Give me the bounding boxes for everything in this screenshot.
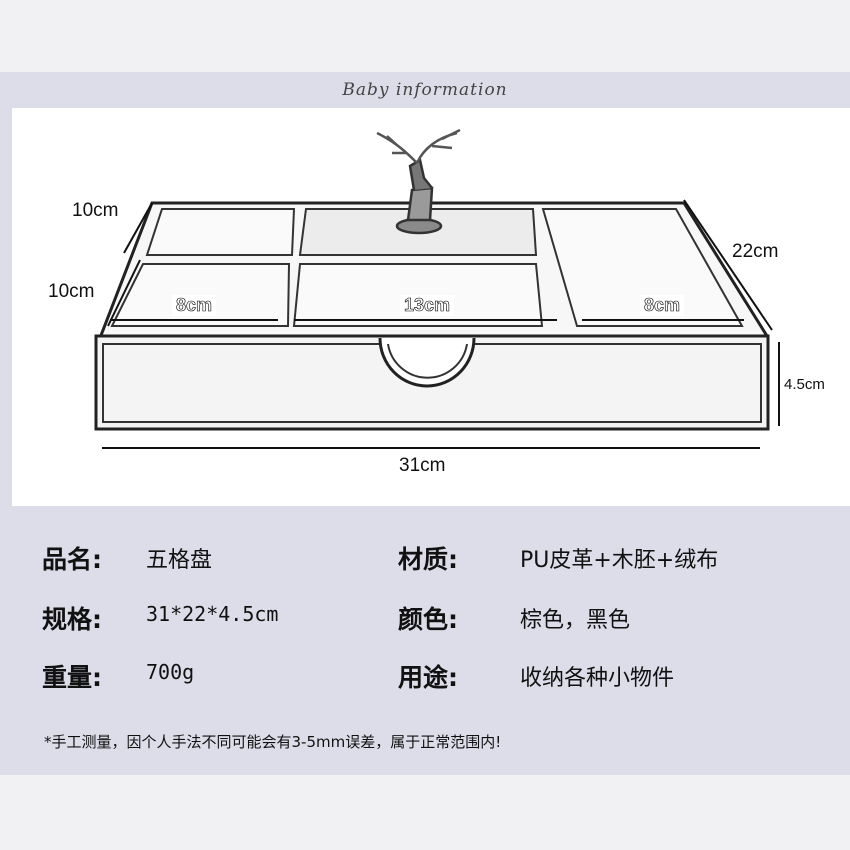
disclaimer-note: *手工测量，因个人手法不同可能会有3-5mm误差，属于正常范围内! bbox=[44, 733, 502, 751]
compartment-top-left bbox=[145, 208, 296, 256]
spec-label: 颜色: bbox=[398, 605, 458, 634]
dim-cell-right: 8cm bbox=[640, 295, 685, 316]
spec-value: 棕色，黑色 bbox=[520, 608, 631, 633]
front-notch bbox=[378, 337, 476, 388]
caption: Baby information bbox=[342, 80, 508, 100]
dim-depth-bottom: 10cm bbox=[48, 281, 95, 302]
spec-label: 规格: bbox=[42, 605, 102, 634]
spec-value: 五格盘 bbox=[146, 548, 213, 573]
dim-depth-right: 22cm bbox=[732, 241, 779, 262]
spec-value: PU皮革+木胚+绒布 bbox=[520, 548, 719, 573]
spec-value: 31*22*4.5cm bbox=[146, 602, 279, 626]
dim-depth-top: 10cm bbox=[72, 200, 119, 221]
dimension-lines bbox=[102, 199, 780, 449]
spec-row: 品名: 五格盘 材质: PU皮革+木胚+绒布 bbox=[0, 540, 850, 580]
spec-label: 用途: bbox=[398, 663, 458, 692]
dim-width-total: 31cm bbox=[399, 455, 446, 476]
spec-label: 材质: bbox=[398, 545, 458, 574]
deer-ornament bbox=[376, 128, 461, 235]
dim-height: 4.5cm bbox=[784, 376, 825, 393]
spec-label: 重量: bbox=[42, 663, 102, 692]
spec-row: 规格: 31*22*4.5cm 颜色: 棕色，黑色 bbox=[0, 600, 850, 640]
compartment-right bbox=[541, 208, 744, 327]
product-diagram: 10cm 10cm 22cm 4.5cm 31cm 8cm 13cm 8cm bbox=[12, 108, 850, 506]
spec-value: 700g bbox=[146, 660, 195, 684]
spec-row: 重量: 700g 用途: 收纳各种小物件 bbox=[0, 658, 850, 698]
spec-label: 品名: bbox=[42, 545, 102, 574]
dim-cell-middle: 13cm bbox=[400, 295, 455, 316]
spec-value: 收纳各种小物件 bbox=[520, 666, 675, 691]
dim-cell-left: 8cm bbox=[172, 295, 217, 316]
